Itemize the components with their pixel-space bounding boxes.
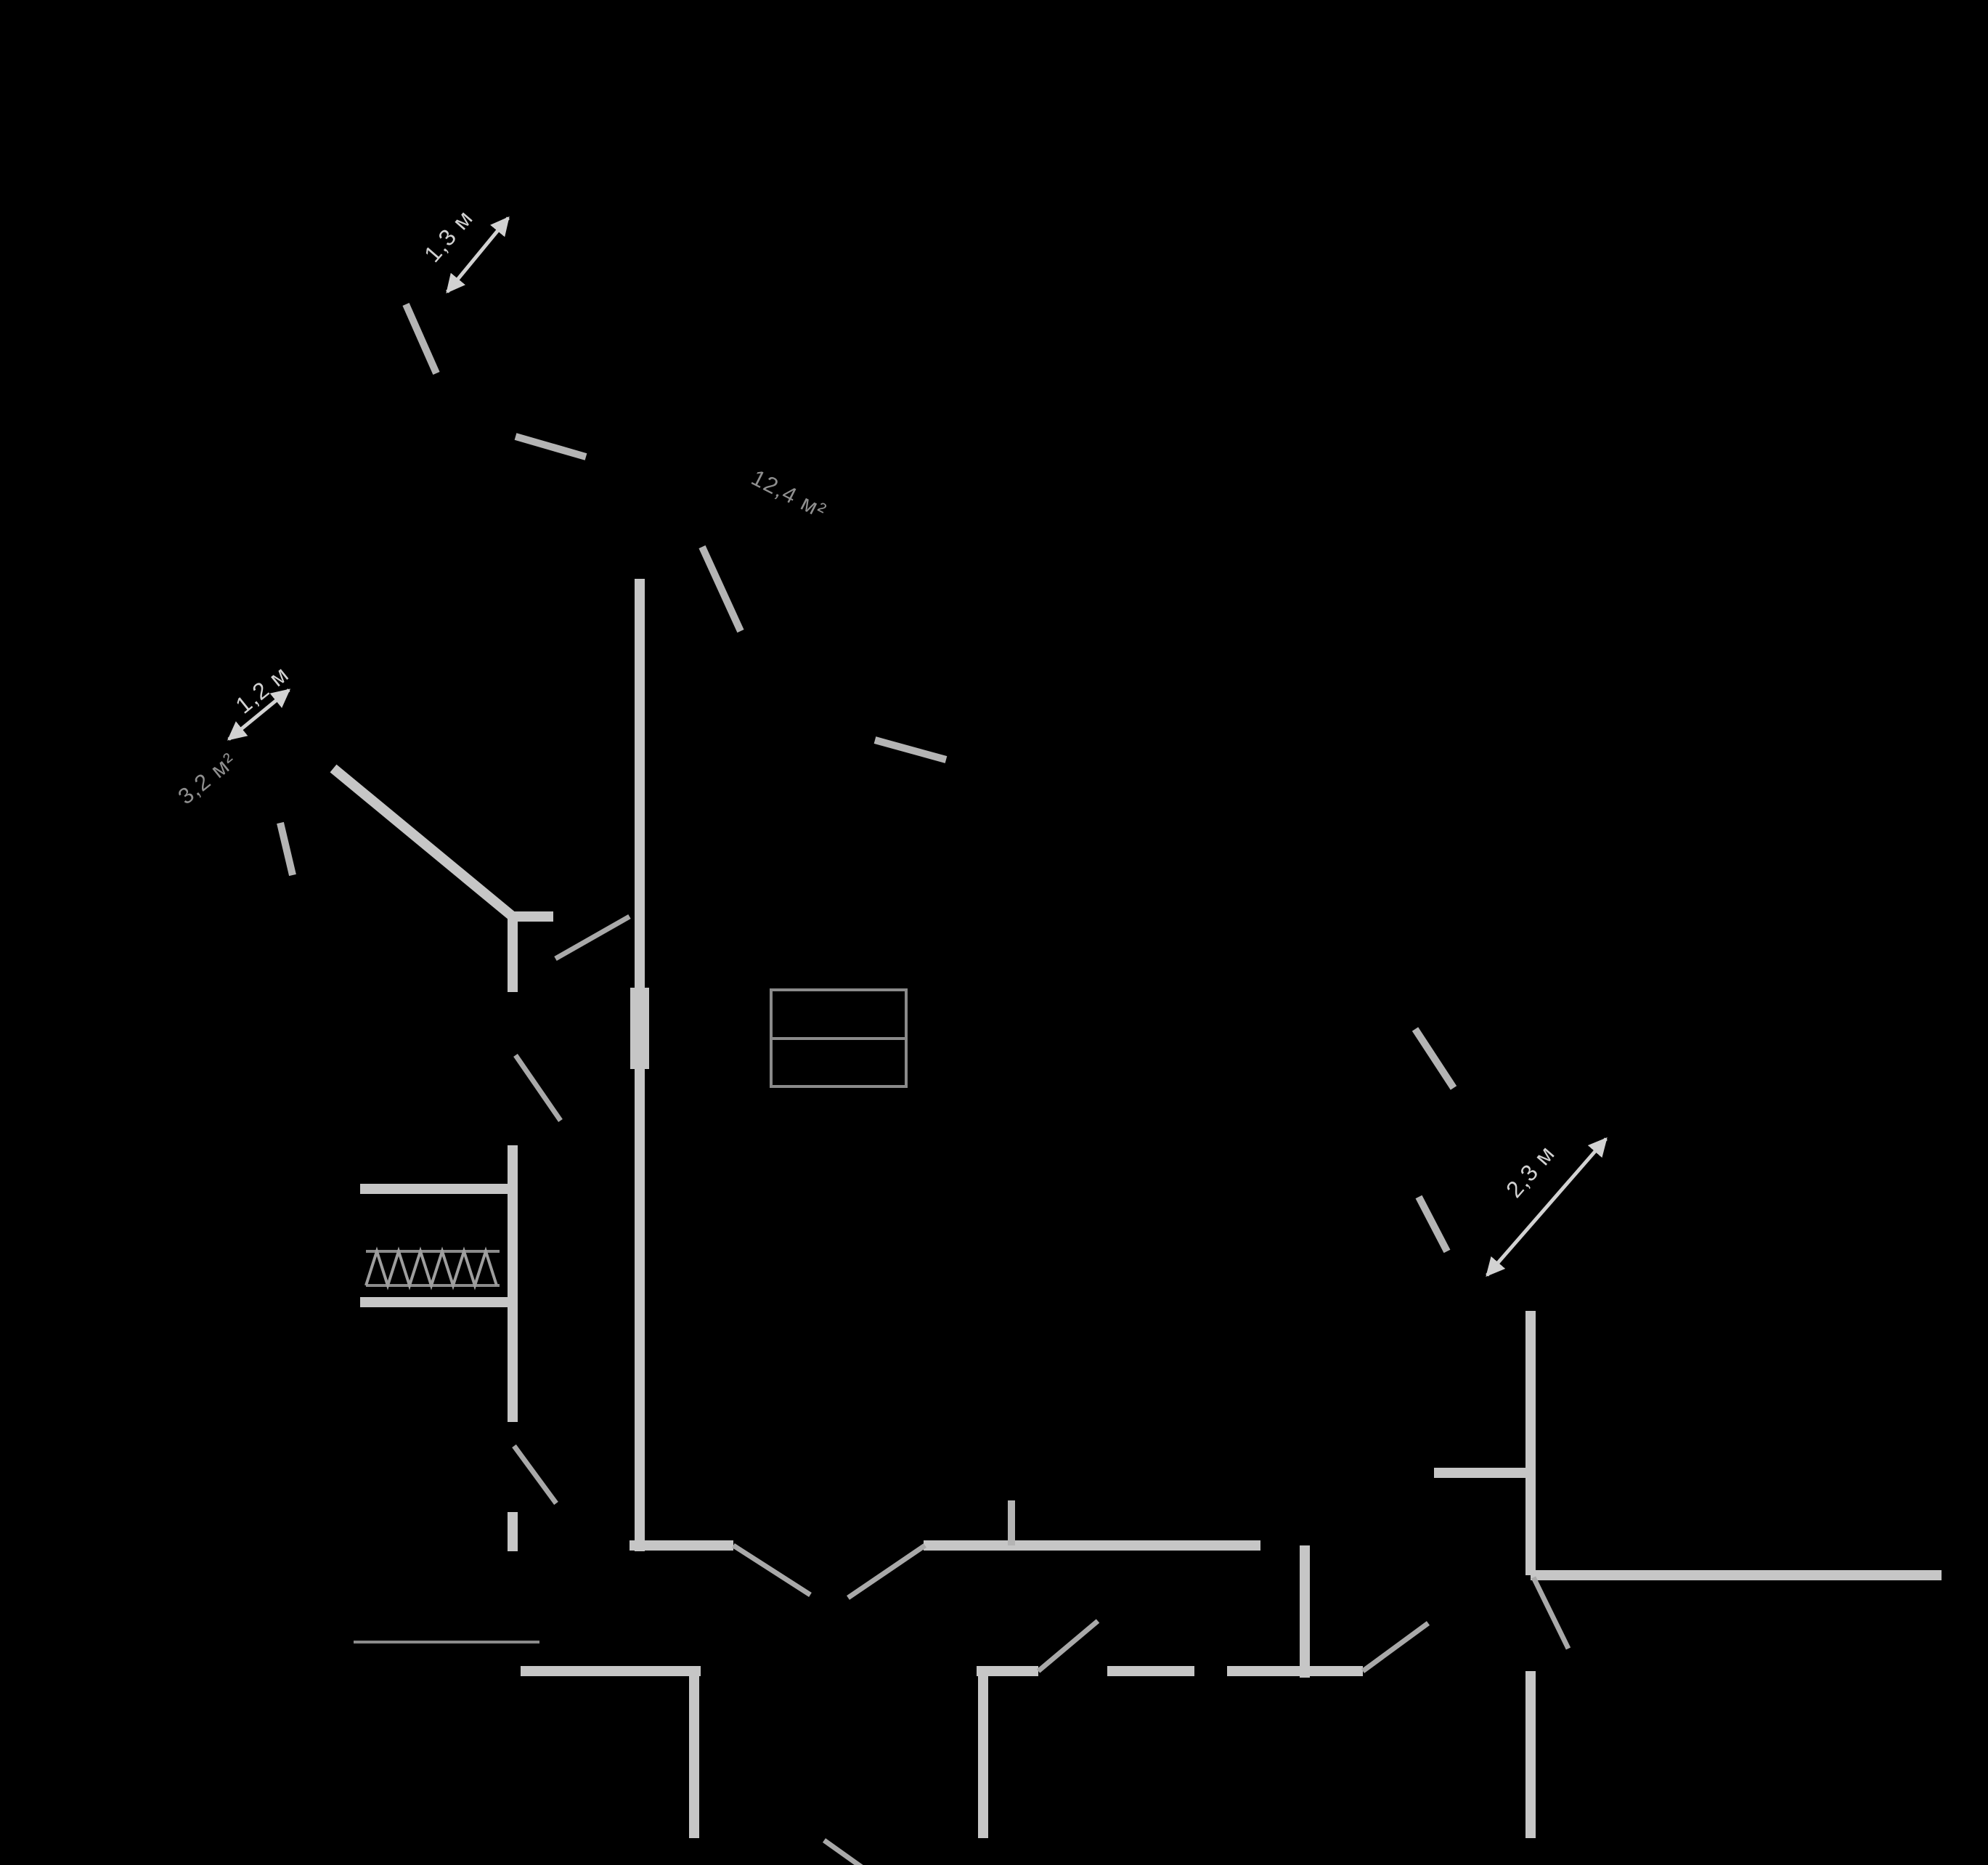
hatch-zigzag (364, 1246, 498, 1291)
dimension-arrow-right (1486, 1137, 1608, 1277)
wall-closet-diagonal (330, 764, 516, 921)
door-swing (1531, 1576, 1571, 1650)
wardrobe-hatch-symbol (354, 1246, 539, 1643)
walls-layer (330, 579, 1942, 1838)
door-swing (512, 1444, 558, 1506)
vent-shaft (770, 988, 908, 1088)
bay-wall-fragments (277, 302, 1457, 1254)
wall-right-side (1434, 1311, 1942, 1838)
wall-pier (630, 988, 649, 1069)
wall-bottom-left (521, 1666, 701, 1838)
dimension-arrow-top (446, 216, 510, 294)
door-swing (732, 1543, 812, 1597)
wall-fragment (277, 821, 296, 877)
wall-fragment (402, 302, 440, 375)
door-swing (847, 1543, 926, 1600)
door-swing (513, 1054, 563, 1122)
door-swing (554, 914, 631, 962)
door-swing (1361, 1621, 1430, 1673)
wall-fragment (873, 736, 948, 763)
door-swing (1036, 1619, 1100, 1673)
wall-left-vertical (508, 911, 553, 1551)
door-swings-layer (512, 914, 1571, 1865)
wall-bottom-rooms (977, 1545, 1363, 1838)
dimension-arrow-left (227, 688, 291, 741)
wall-fragment (514, 433, 587, 460)
wall-wardrobe (360, 1184, 513, 1307)
wall-fragment (1415, 1195, 1451, 1254)
door-swing (822, 1838, 863, 1865)
wall-fragment (1411, 1027, 1457, 1090)
wall-fragment (698, 545, 744, 633)
